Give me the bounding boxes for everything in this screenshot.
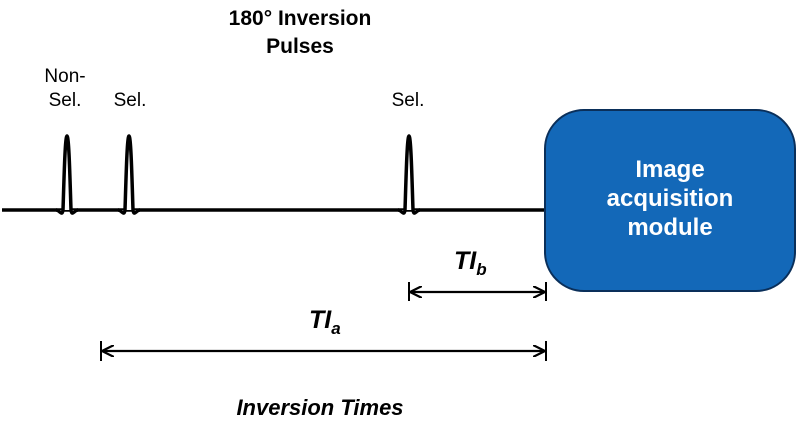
inversion-times-label: Inversion Times	[236, 395, 404, 420]
module-label-line2: acquisition	[606, 185, 734, 212]
pulse-label-nonsel-line1: Non-	[44, 66, 86, 87]
ti-b-label: TIb	[454, 247, 487, 280]
image-acquisition-module: Image acquisition module	[544, 109, 796, 292]
pulse-nonselective	[55, 134, 79, 215]
ti-a-label-main: TI	[309, 306, 332, 334]
pulse-label-sel-1: Sel.	[113, 90, 147, 111]
pulse-selective-1	[117, 134, 141, 215]
module-label-line1: Image	[635, 156, 705, 183]
pulse-selective-2	[397, 134, 421, 215]
diagram-title-line1: 180° Inversion	[228, 7, 372, 30]
pulse-label-nonsel-line2: Sel.	[48, 90, 82, 111]
ti-a-label: TIa	[309, 306, 341, 339]
module-label-line3: module	[627, 214, 713, 241]
ti-a-label-sub: a	[331, 319, 341, 338]
ti-b-label-main: TI	[454, 247, 477, 275]
pulse-label-sel-2: Sel.	[391, 90, 425, 111]
diagram-title-line2: Pulses	[266, 35, 334, 58]
ti-b-label-sub: b	[476, 260, 487, 279]
